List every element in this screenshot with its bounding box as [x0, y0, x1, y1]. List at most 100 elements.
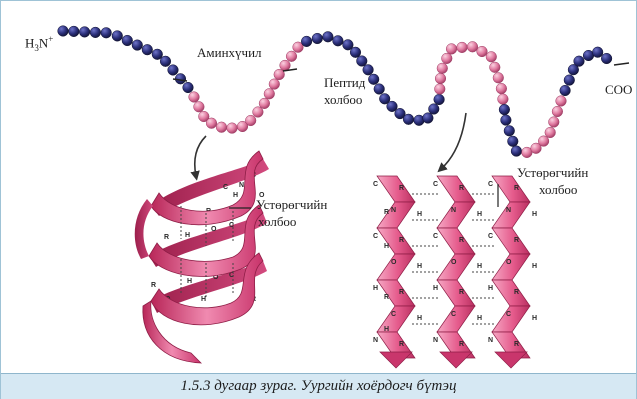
sheet-segment: [377, 280, 415, 306]
alpha-helix: CNCHOCNHOCRCNHOCRCNOCRRHO: [135, 151, 269, 363]
sheet-hbond-label-line2: холбоо: [539, 182, 577, 197]
amino-acid-bead-pink: [437, 63, 448, 74]
svg-text:R: R: [399, 341, 404, 348]
sheet-hbond-label-line1: Устөрөгчийн: [517, 165, 588, 180]
amino-acid-bead: [504, 126, 515, 137]
svg-text:H: H: [384, 243, 389, 250]
svg-text:H: H: [417, 263, 422, 270]
arrow-to-helix: [195, 136, 206, 176]
amino-acid-bead: [574, 56, 585, 67]
n-terminus-label: H3N+: [25, 32, 53, 56]
amino-acid-bead-pink: [245, 115, 256, 126]
sheet-segment: [437, 280, 475, 306]
amino-acid-bead: [152, 49, 163, 60]
amino-acid-bead-pink: [442, 53, 453, 64]
amino-acid-bead-pink: [259, 98, 270, 109]
svg-text:H: H: [185, 232, 190, 239]
amino-acid-bead: [183, 82, 194, 93]
svg-text:H: H: [532, 315, 537, 322]
svg-text:R: R: [459, 185, 464, 192]
svg-text:O: O: [451, 259, 457, 266]
svg-text:H: H: [477, 211, 482, 218]
amino-acid-bead-pink: [538, 136, 549, 147]
sheet-segment: [492, 228, 530, 254]
amino-acid-bead-pink: [435, 73, 446, 84]
svg-text:O: O: [391, 259, 397, 266]
svg-text:N: N: [391, 207, 396, 214]
amino-acid-bead: [508, 136, 519, 147]
svg-text:C: C: [506, 311, 511, 318]
amino-acid-bead: [112, 31, 123, 42]
figure-caption: 1.5.3 дугаар зураг. Уургийн хоёрдогч бүт…: [1, 373, 636, 399]
svg-text:R: R: [399, 289, 404, 296]
svg-text:C: C: [488, 233, 493, 240]
amino-acid-bead: [423, 113, 434, 124]
amino-acid-bead: [363, 65, 374, 76]
svg-text:H: H: [201, 296, 206, 303]
svg-text:R: R: [514, 237, 519, 244]
svg-text:R: R: [459, 341, 464, 348]
amino-acid-bead: [323, 32, 334, 43]
amino-acid-bead: [122, 35, 133, 46]
arrow-to-sheet: [441, 113, 466, 169]
amino-acid-bead: [101, 28, 112, 39]
svg-text:H: H: [433, 285, 438, 292]
svg-text:C: C: [451, 311, 456, 318]
svg-text:H: H: [477, 315, 482, 322]
amino-acid-bead: [564, 75, 575, 86]
svg-text:C: C: [373, 181, 378, 188]
svg-text:R: R: [514, 341, 519, 348]
svg-text:R: R: [384, 294, 389, 301]
svg-text:N: N: [433, 337, 438, 344]
svg-text:C: C: [391, 311, 396, 318]
amino-acid-bead: [350, 47, 361, 58]
amino-acid-bead: [374, 84, 385, 95]
amino-acid-bead: [168, 65, 179, 76]
helix-hbond-label-line2: холбоо: [258, 214, 296, 229]
sheet-segment: [437, 254, 475, 280]
amino-acid-bead-pink: [549, 117, 560, 128]
peptide-bond-label-line2: холбоо: [324, 92, 362, 107]
amino-acid-bead-pink: [446, 44, 457, 55]
svg-text:R: R: [164, 234, 169, 241]
amino-acid-bead-pink: [435, 84, 446, 95]
amino-acid-bead-pink: [457, 42, 468, 53]
amino-acid-bead-pink: [486, 52, 497, 63]
svg-text:H: H: [417, 315, 422, 322]
svg-text:H: H: [532, 211, 537, 218]
amino-acid-bead: [357, 56, 368, 67]
amino-acid-bead: [301, 36, 312, 47]
amino-acid-bead-pink: [269, 79, 280, 90]
svg-text:R: R: [399, 185, 404, 192]
svg-text:C: C: [433, 181, 438, 188]
svg-text:C: C: [488, 181, 493, 188]
amino-acid-bead-pink: [496, 83, 507, 94]
sheet-segment: [377, 202, 415, 228]
peptide-bond-label-line1: Пептид: [324, 75, 365, 90]
sheet-segment: [377, 176, 415, 202]
amino-acid-bead-pink: [274, 69, 285, 80]
amino-acid-bead-pink: [286, 51, 297, 62]
amino-acid-bead-pink: [498, 94, 509, 105]
svg-text:R: R: [459, 289, 464, 296]
sheet-segment: [437, 228, 475, 254]
beta-pleated-sheet: CRNHCROHHRCHNRCRNHCROHHRCHNRCRNHCROHHRCH…: [373, 176, 537, 368]
amino-acid-bead-pink: [490, 62, 501, 73]
amino-acid-bead-pink: [493, 73, 504, 84]
amino-acid-bead: [69, 26, 80, 37]
svg-text:H: H: [417, 211, 422, 218]
amino-acid-bead: [501, 115, 512, 126]
svg-text:H: H: [384, 326, 389, 333]
amino-acid-bead-pink: [253, 107, 264, 118]
amino-acid-bead: [142, 44, 153, 55]
sheet-segment: [377, 254, 415, 280]
amino-acid-bead: [79, 27, 90, 38]
svg-text:H: H: [233, 192, 238, 199]
svg-text:C: C: [373, 233, 378, 240]
amino-acid-bead: [90, 27, 101, 38]
svg-text:N: N: [239, 182, 244, 189]
amino-acid-bead-pink: [467, 42, 478, 53]
amino-acid-bead: [333, 36, 344, 47]
sheet-segment: [492, 254, 530, 280]
